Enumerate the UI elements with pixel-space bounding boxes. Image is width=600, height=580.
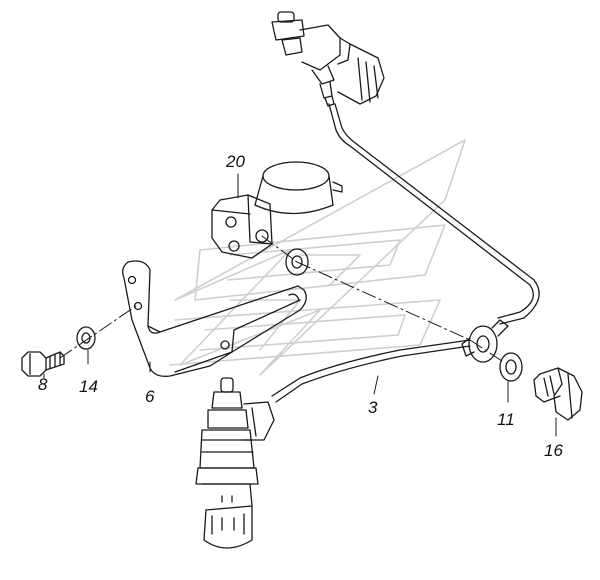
small-washer-part <box>76 326 96 350</box>
leader-lines <box>43 173 557 437</box>
callout-14: 14 <box>79 377 98 396</box>
bracket-part <box>122 260 307 377</box>
small-bolt-part <box>21 351 65 377</box>
assembly-center-lines <box>59 235 506 364</box>
top-sensor-part <box>271 11 385 107</box>
callout-11: 11 <box>497 410 515 429</box>
callout-3: 3 <box>368 398 378 417</box>
washer-upper-part <box>285 248 309 276</box>
callout-16: 16 <box>544 441 563 460</box>
solenoid-valve-part <box>211 161 343 259</box>
banjo-fitting-part <box>461 319 509 363</box>
washer-part <box>499 352 523 382</box>
callout-8: 8 <box>38 375 48 394</box>
fuel-tube-part <box>271 103 540 403</box>
bottom-sensor-part <box>195 377 275 549</box>
callout-6: 6 <box>145 387 155 406</box>
callout-20: 20 <box>226 152 245 171</box>
banjo-bolt-part <box>533 367 583 421</box>
watermark-logo <box>169 139 466 376</box>
